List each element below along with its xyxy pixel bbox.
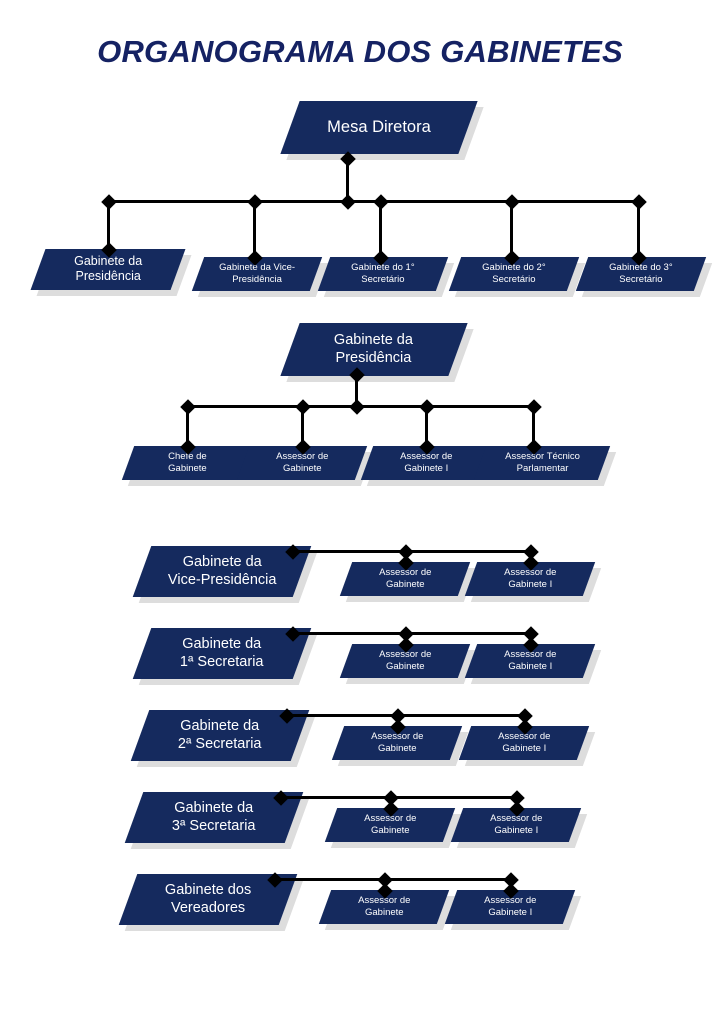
connector-node-pres-bus-1 (179, 398, 196, 415)
connector-drop-3 (379, 200, 382, 258)
connector-node-bus-4 (503, 193, 520, 210)
node-label: Assessor de Gabinete I (497, 731, 551, 754)
node-label: Gabinete dos Vereadores (164, 881, 252, 916)
node-label: Chefe de Gabinete (167, 451, 207, 474)
node-label: Gabinete da 3ª Secretaria (172, 799, 256, 834)
node-label: Gabinete da 1ª Secretaria (180, 635, 264, 670)
node-mesa-diretora[interactable]: Mesa Diretora (280, 101, 478, 154)
node-label: Assessor de Gabinete (363, 813, 417, 836)
connector-drop-2 (253, 200, 256, 258)
connector-drop-pres-4 (532, 405, 535, 447)
connector-drop-pres-2 (301, 405, 304, 447)
connector-node-pres-bus-4 (525, 398, 542, 415)
connector-mesa-to-bus (346, 158, 349, 202)
node-label: Assessor de Gabinete I (489, 813, 543, 836)
node-label: Assessor de Gabinete (370, 731, 424, 754)
node-label: Gabinete do 3° Secretário (609, 262, 673, 285)
node-assessor-tecnico-parlamentar[interactable]: Assessor Técnico Parlamentar (473, 446, 611, 480)
connector-drop-1 (107, 200, 110, 250)
connector-node-bus-3 (372, 193, 389, 210)
node-label: Assessor de Gabinete I (503, 567, 557, 590)
connector-node-bus-2 (246, 193, 263, 210)
connector-node-presidencia-bus-center (348, 398, 365, 415)
node-label: Gabinete do 2° Secretário (482, 262, 546, 285)
node-label: Assessor de Gabinete (378, 649, 432, 672)
node-label: Gabinete da Presidência (73, 254, 143, 284)
connector-drop-4 (510, 200, 513, 258)
node-label: Gabinete da Presidência (334, 331, 414, 366)
connector-drop-pres-3 (425, 405, 428, 447)
connector-node-pres-bus-2 (294, 398, 311, 415)
node-mesa-diretora-label: Mesa Diretora (327, 118, 431, 137)
node-label: Assessor Técnico Parlamentar (504, 451, 580, 474)
node-label: Gabinete da Vice- Presidência (219, 262, 295, 285)
node-label: Gabinete da 2ª Secretaria (178, 717, 262, 752)
node-row1-parent[interactable]: Gabinete da 1ª Secretaria (132, 628, 312, 679)
connector-drop-5 (637, 200, 640, 258)
node-label: Assessor de Gabinete I (483, 895, 537, 918)
node-label: Gabinete do 1° Secretário (351, 262, 415, 285)
node-label: Assessor de Gabinete (378, 567, 432, 590)
node-label: Assessor de Gabinete (275, 451, 329, 474)
node-row0-parent[interactable]: Gabinete da Vice-Presidência (132, 546, 312, 597)
connector-node-bus-center (339, 193, 356, 210)
node-label: Assessor de Gabinete I (399, 451, 453, 474)
connector-node-bus-1 (100, 193, 117, 210)
node-label: Gabinete da Vice-Presidência (167, 553, 277, 588)
node-presidencia-parent[interactable]: Gabinete da Presidência (280, 323, 468, 376)
connector-presidencia-to-bus (355, 374, 358, 406)
node-label: Assessor de Gabinete (357, 895, 411, 918)
connector-node-pres-bus-3 (418, 398, 435, 415)
connector-drop-pres-1 (186, 405, 189, 447)
connector-node-bus-5 (630, 193, 647, 210)
node-label: Assessor de Gabinete I (503, 649, 557, 672)
page-title: ORGANOGRAMA DOS GABINETES (97, 34, 623, 69)
